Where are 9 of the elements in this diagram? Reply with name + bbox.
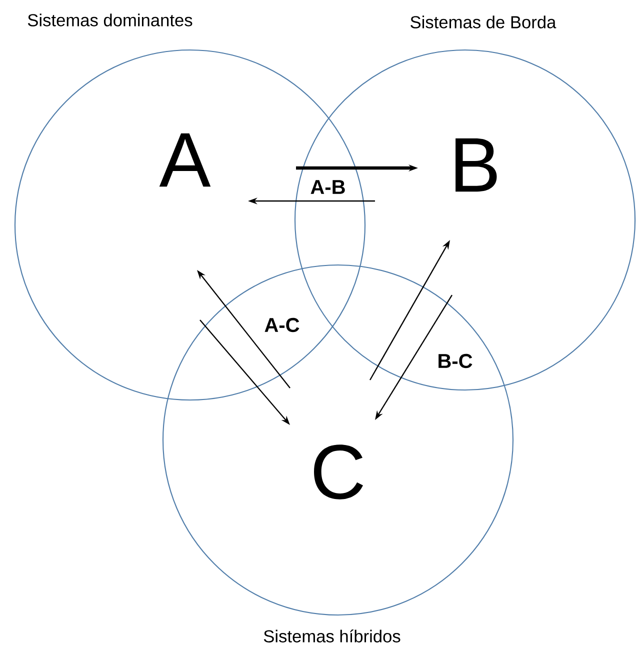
set-letter: C: [314, 444, 363, 500]
set-letter: B: [456, 138, 497, 192]
circle-heading: Sistemas de Borda: [410, 16, 556, 28]
circle-heading: Sistemas dominantes: [28, 14, 192, 26]
region-label: A-C: [264, 318, 300, 332]
set-letter: A: [159, 133, 211, 187]
circle-heading: Sistemas híbridos: [264, 630, 400, 642]
region-label: A-B: [310, 180, 345, 194]
region-label: B-C: [438, 354, 472, 368]
